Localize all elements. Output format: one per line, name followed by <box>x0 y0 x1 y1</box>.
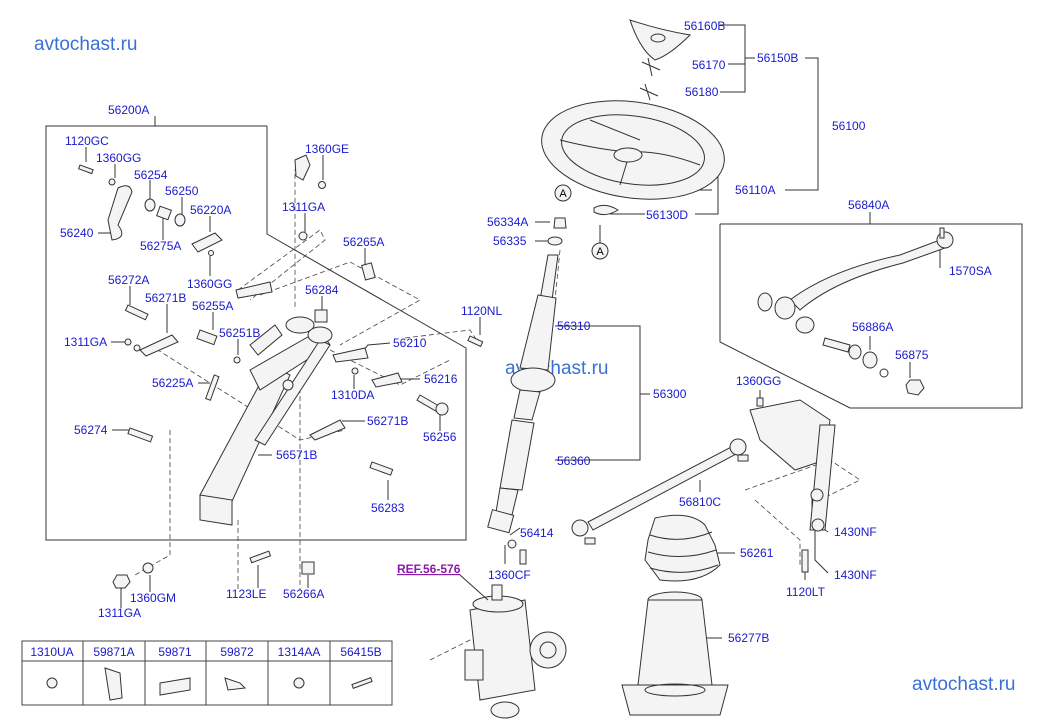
steering-wheel <box>541 19 725 216</box>
part-label[interactable]: 1430NF <box>834 525 877 539</box>
part-label[interactable]: 56170 <box>692 58 726 72</box>
part-label[interactable]: 56210 <box>393 336 427 350</box>
bracket-icon <box>159 677 191 696</box>
part-label[interactable]: 56180 <box>685 85 719 99</box>
part-label[interactable]: 56284 <box>305 283 339 297</box>
part-label[interactable]: 56335 <box>493 234 527 248</box>
table-header[interactable]: 59872 <box>220 645 254 659</box>
callout-a-bottom: A <box>591 225 609 260</box>
tie-rod <box>571 438 749 545</box>
part-label[interactable]: 1360GG <box>96 151 141 165</box>
dust-boot <box>644 514 721 582</box>
part-label[interactable]: 56261 <box>740 546 774 560</box>
part-label[interactable]: 1360GM <box>130 591 176 605</box>
part-label[interactable]: 56251B <box>219 326 260 340</box>
part-label[interactable]: 56840A <box>848 198 889 212</box>
watermark: avtochast.ru <box>912 674 1016 695</box>
small-parts <box>77 154 484 589</box>
part-label[interactable]: 56886A <box>852 320 893 334</box>
part-label[interactable]: 56274 <box>74 423 108 437</box>
bracket-icon <box>104 667 123 701</box>
part-label[interactable]: 1310DA <box>331 388 374 402</box>
part-label[interactable]: 56283 <box>371 501 405 515</box>
part-label[interactable]: 56150B <box>757 51 798 65</box>
watermark: avtochast.ru <box>34 34 138 55</box>
part-label[interactable]: 56272A <box>108 273 149 287</box>
part-label[interactable]: 56160B <box>684 19 725 33</box>
pedal-assembly <box>199 316 333 526</box>
part-label[interactable]: 56414 <box>520 526 554 540</box>
steering-gear-box <box>464 584 567 719</box>
reference-link[interactable]: REF.56-576 <box>397 562 461 576</box>
part-label[interactable]: 56130D <box>646 208 688 222</box>
part-label[interactable]: 1120GC <box>65 134 109 148</box>
part-label[interactable]: 56310 <box>557 319 591 333</box>
idler-arm <box>749 397 836 573</box>
part-label[interactable]: 56266A <box>283 587 324 601</box>
part-label[interactable]: 1120NL <box>461 304 502 318</box>
part-label[interactable]: 1123LE <box>226 587 266 601</box>
part-label[interactable]: 56250 <box>165 184 199 198</box>
part-label[interactable]: 1120LT <box>786 585 826 599</box>
part-label[interactable]: 56271B <box>367 414 408 428</box>
callout-a-top: A <box>554 184 572 202</box>
part-label[interactable]: 56240 <box>60 226 94 240</box>
part-label[interactable]: 1430NF <box>834 568 877 582</box>
part-label[interactable]: 56300 <box>653 387 687 401</box>
column-tube <box>621 591 729 716</box>
part-label[interactable]: 1311GA <box>282 200 325 214</box>
part-label[interactable]: 56255A <box>192 299 233 313</box>
steering-column <box>487 217 567 565</box>
part-label[interactable]: 56254 <box>134 168 168 182</box>
svg-text:A: A <box>559 188 567 200</box>
part-label[interactable]: 56200A <box>108 103 149 117</box>
part-label[interactable]: 56360 <box>557 454 591 468</box>
part-label[interactable]: 1570SA <box>949 264 992 278</box>
part-label[interactable]: 56220A <box>190 203 231 217</box>
table-header[interactable]: 56415B <box>340 645 381 659</box>
part-label[interactable]: 1311GA <box>64 335 107 349</box>
part-label[interactable]: 1360GE <box>305 142 349 156</box>
part-label[interactable]: 56256 <box>423 430 457 444</box>
table-header[interactable]: 1310UA <box>30 645 73 659</box>
part-label[interactable]: 56216 <box>424 372 458 386</box>
part-label[interactable]: 56225A <box>152 376 193 390</box>
part-label[interactable]: 1360GG <box>736 374 781 388</box>
table-header[interactable]: 59871A <box>93 645 134 659</box>
part-label[interactable]: 56277B <box>728 631 769 645</box>
group-box-56840A <box>719 212 1023 409</box>
parts-table: 1310UA 59871A 59871 59872 1314AA 56415B <box>21 640 393 706</box>
part-label[interactable]: 56271B <box>145 291 186 305</box>
group-box-56200A <box>45 116 467 541</box>
part-label[interactable]: 56875 <box>895 348 929 362</box>
part-labels: 56200A 1120GC 1360GG 56254 56250 56220A … <box>60 19 992 645</box>
part-label[interactable]: 56110A <box>735 183 775 197</box>
part-label[interactable]: 1360GG <box>187 277 232 291</box>
nut-icon <box>293 677 305 689</box>
table-header[interactable]: 1314AA <box>278 645 321 659</box>
part-label[interactable]: 1311GA <box>98 606 141 620</box>
part-label[interactable]: 56334A <box>487 215 528 229</box>
part-label[interactable]: 56275A <box>140 239 181 253</box>
part-label[interactable]: 1360CF <box>488 568 531 582</box>
drag-link <box>757 227 954 396</box>
part-label[interactable]: 56810C <box>679 495 721 509</box>
nut-icon <box>46 677 58 689</box>
part-label[interactable]: 56100 <box>832 119 866 133</box>
bracket-icon <box>224 677 247 691</box>
part-label[interactable]: 56571B <box>276 448 317 462</box>
table-header[interactable]: 59871 <box>158 645 192 659</box>
svg-text:A: A <box>596 246 604 258</box>
part-label[interactable]: 56265A <box>343 235 384 249</box>
bolt-icon <box>351 677 373 689</box>
